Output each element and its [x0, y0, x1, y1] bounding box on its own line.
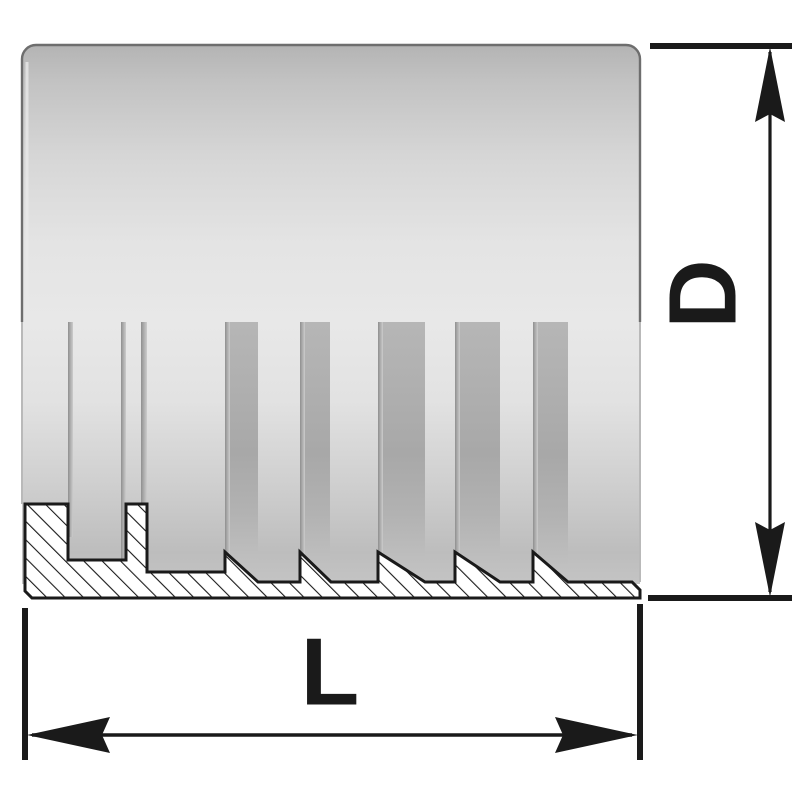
rib-3 — [141, 322, 147, 572]
dimension-L: L — [22, 604, 643, 760]
rib-7 — [455, 322, 500, 562]
body-silhouette — [21, 322, 641, 582]
rib-2 — [121, 322, 126, 560]
d-arrowhead-up-icon — [755, 47, 785, 122]
barrel-smooth-section — [20, 43, 642, 322]
rib-5 — [300, 322, 330, 562]
rib-1 — [68, 322, 73, 537]
dimension-label-L: L — [301, 619, 360, 726]
rib-4 — [225, 322, 258, 560]
rib-6 — [378, 322, 425, 562]
d-arrowhead-down-icon — [755, 522, 785, 597]
barrel-body-fill — [22, 45, 640, 322]
wall-hatch-profile — [23, 502, 642, 600]
l-arrowhead-left-icon — [27, 717, 110, 753]
l-arrowhead-right-icon — [555, 717, 638, 753]
barrel-outline — [20, 43, 642, 322]
ribbed-section — [22, 322, 640, 584]
dimension-D: D — [648, 43, 792, 601]
sectioned-wall — [23, 502, 642, 600]
dimension-label-D: D — [650, 259, 757, 328]
rib-8 — [533, 322, 568, 564]
